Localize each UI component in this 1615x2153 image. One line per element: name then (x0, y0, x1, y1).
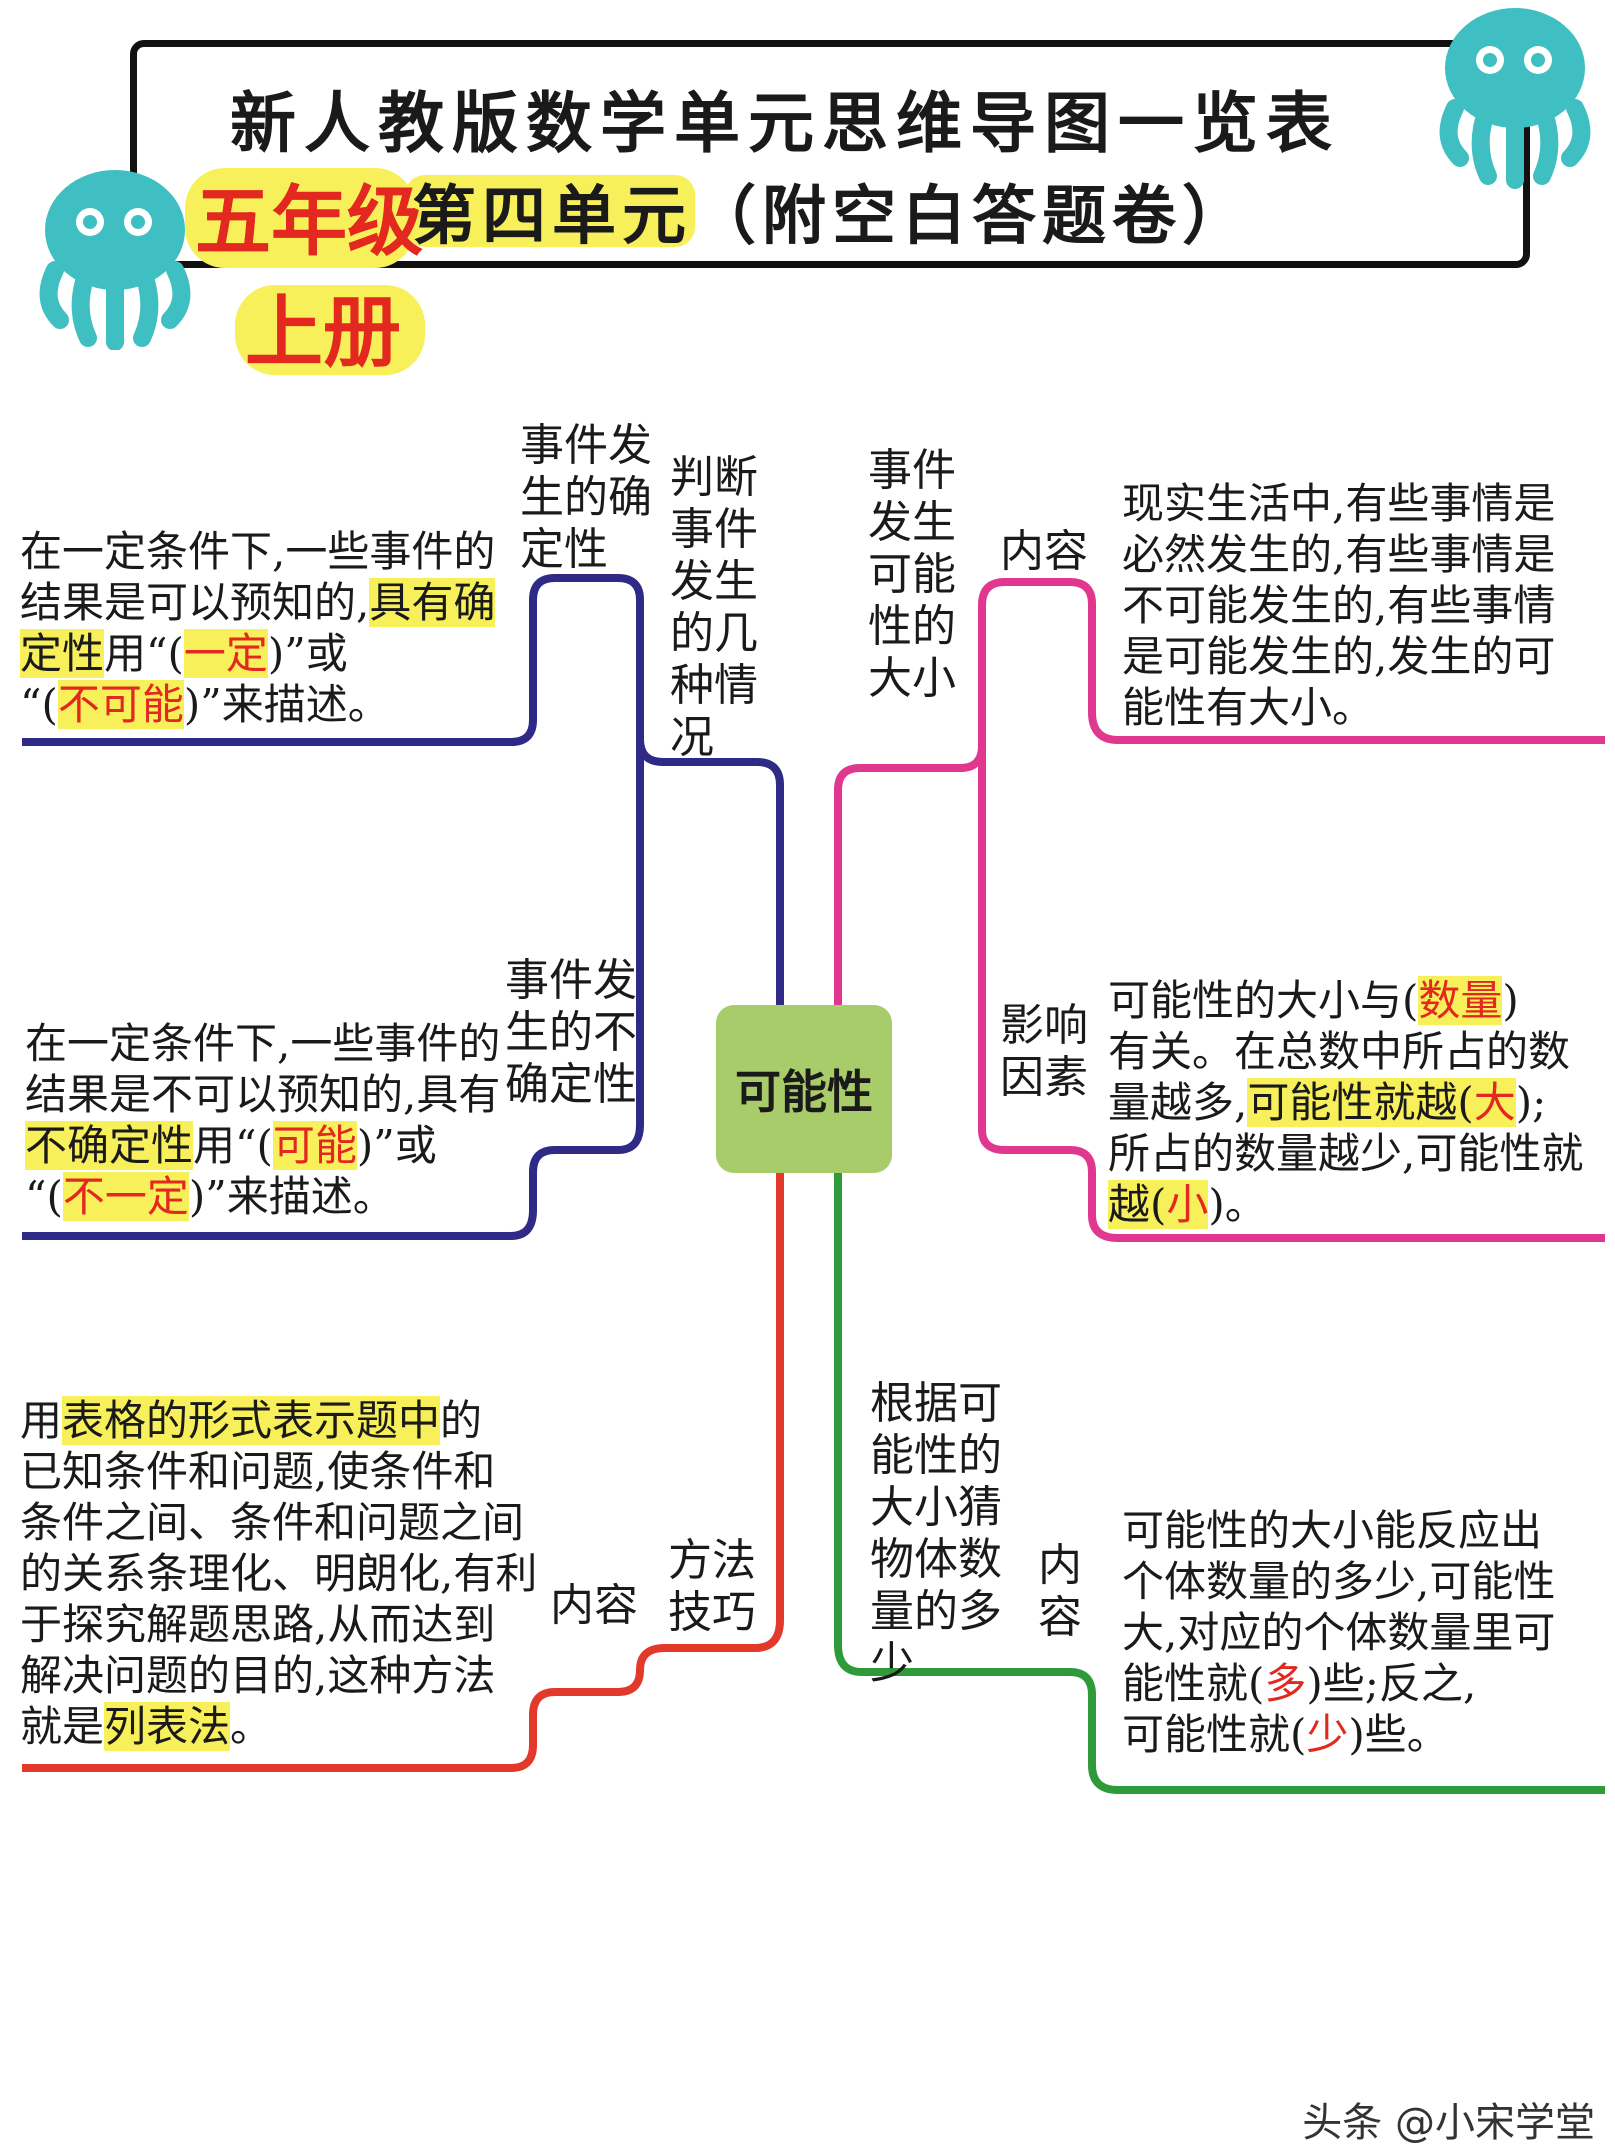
octopus-icon-left (39, 170, 191, 350)
answer-large: 大 (1473, 1078, 1516, 1127)
grade-label: 五年级 (195, 177, 423, 266)
branch-line-right-top (834, 578, 1605, 1005)
branch-line-left-top (22, 574, 784, 1005)
sub-label-right-content: 内容 (1000, 526, 1088, 577)
sub-label-uncertainty: 事件发 生的不 确定性 (505, 955, 637, 1110)
text-uncertainty: 在一定条件下,一些事件的 结果是不可以预知的,具有 不确定性用“(可能)”或 “… (25, 1019, 501, 1221)
branch-label-right-top: 事件 发生 可能 性的 大小 (868, 445, 956, 704)
branch-label-right-bottom: 根据可 能性的 大小猜 物体数 量的多 少 (870, 1378, 1002, 1689)
center-label: 可能性 (735, 1065, 873, 1119)
text-method: 用表格的形式表示题中的 已知条件和问题,使条件和 条件之间、条件和问题之间 的关… (20, 1396, 538, 1751)
answer-possible: 可能 (272, 1121, 357, 1170)
sub-label-method-content: 内容 (550, 1580, 638, 1631)
branch-label-left-top: 判断 事件 发生 的几 种情 况 (670, 452, 758, 763)
branch-line-right-bottom (834, 1173, 1605, 1794)
text-certainty: 在一定条件下,一些事件的 结果是可以预知的,具有确 定性用“(一定)”或 “(不… (20, 527, 496, 729)
answer-not-certain: 不一定 (62, 1172, 189, 1221)
watermark: 头条 @小宋学堂 (1302, 2100, 1595, 2146)
octopus-icon-right (1439, 8, 1591, 189)
center-node: 可能性 (716, 1005, 892, 1173)
text-right-bottom: 可能性的大小能反应出 个体数量的多少,可能性 大,对应的个体数量里可 能性就(多… (1122, 1506, 1556, 1759)
branch-line-right-top-2 (978, 745, 1605, 1242)
branch-line-left-bottom (22, 1173, 784, 1772)
volume-label: 上册 (245, 288, 402, 378)
text-right-content: 现实生活中,有些事情是 必然发生的,有些事情是 不可能发生的,有些事情 是可能发… (1122, 479, 1556, 732)
branch-label-method: 方法 技巧 (668, 1535, 756, 1638)
text-factors: 可能性的大小与(数量) 有关。在总数中所占的数 量越多,可能性就越(大); 所占… (1108, 976, 1584, 1229)
answer-impossible: 不可能 (57, 680, 184, 729)
title-frame (130, 40, 1530, 268)
answer-quantity: 数量 (1418, 976, 1503, 1025)
sub-label-factors: 影响 因素 (1000, 1000, 1088, 1103)
page-title: 新人教版数学单元思维导图一览表 (230, 85, 1340, 162)
grade-highlight (185, 168, 415, 268)
page-subtitle: 第四单元（附空白答题卷） (412, 180, 1252, 254)
subtitle-highlight (405, 175, 695, 247)
sub-label-certainty: 事件发 生的确 定性 (520, 420, 652, 575)
branch-line-left-top-2 (22, 740, 644, 1240)
answer-certain: 一定 (183, 629, 268, 678)
answer-more: 多 (1264, 1659, 1307, 1708)
answer-small: 小 (1166, 1180, 1209, 1229)
answer-fewer: 少 (1306, 1710, 1349, 1759)
volume-highlight (235, 285, 425, 375)
sub-label-right-bottom-content: 内 容 (1038, 1540, 1082, 1643)
